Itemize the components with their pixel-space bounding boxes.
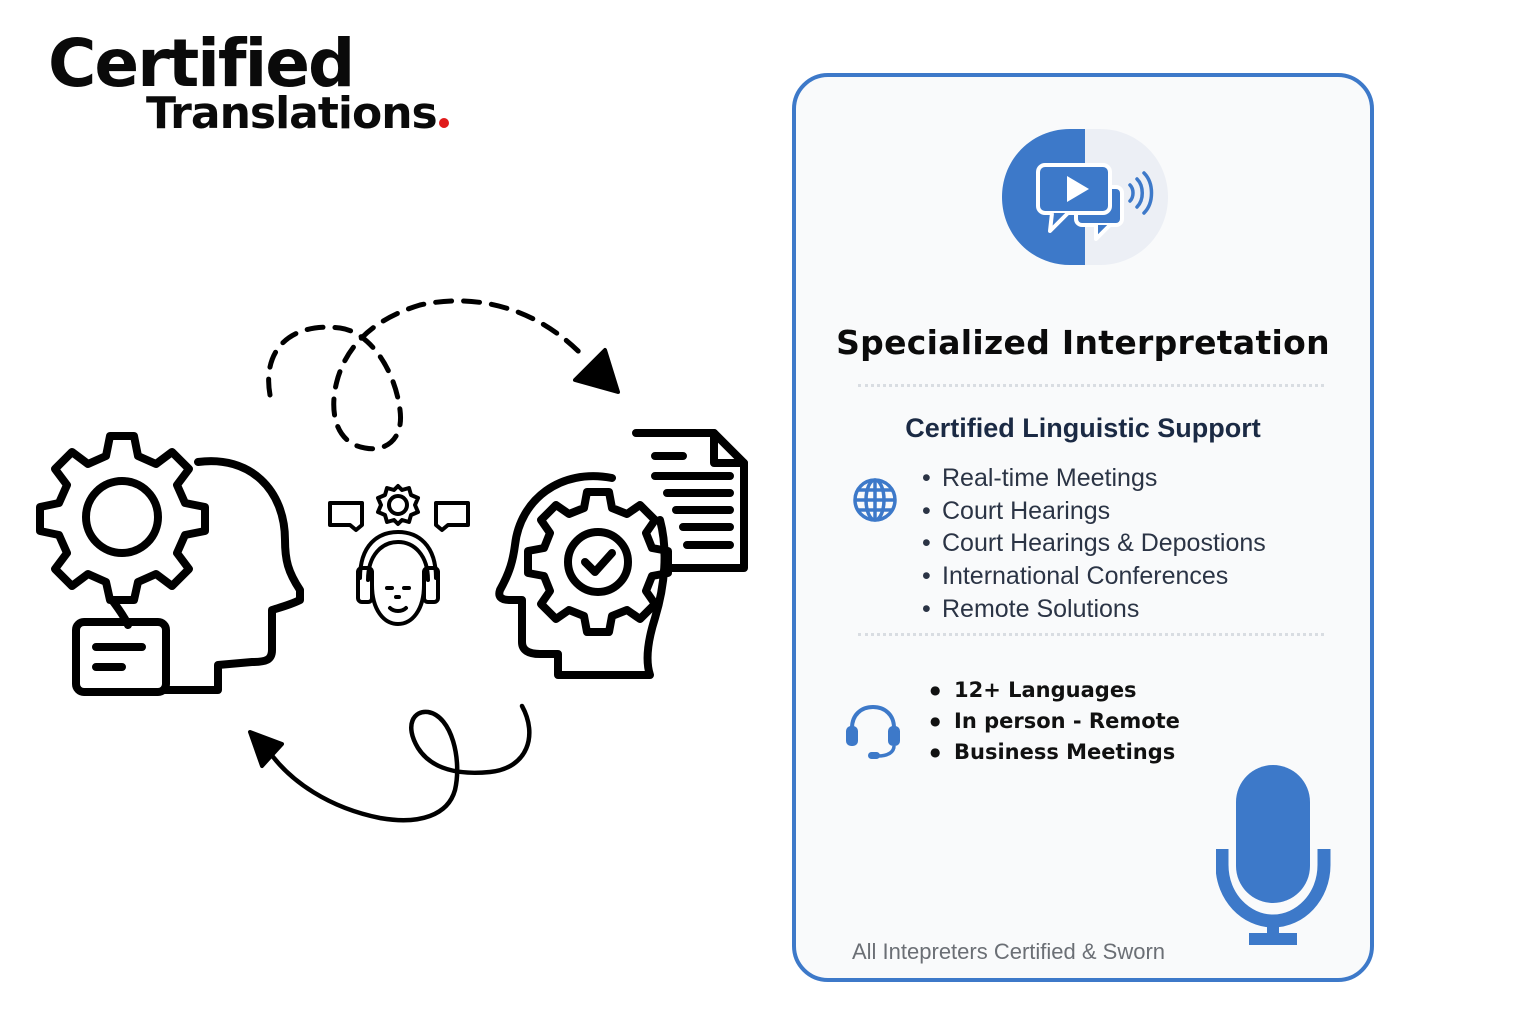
brand-logo: Certified Translations bbox=[48, 28, 449, 136]
service-item: Court Hearings & Depostions bbox=[922, 527, 1266, 560]
logo-red-dot bbox=[438, 118, 449, 128]
divider bbox=[858, 633, 1324, 636]
service-item: Court Hearings bbox=[922, 495, 1266, 528]
service-item: Remote Solutions bbox=[922, 593, 1266, 626]
globe-icon bbox=[853, 478, 897, 522]
curly-return-arrow-icon bbox=[248, 703, 532, 823]
interpreter-headset-icon bbox=[328, 484, 470, 626]
logo-line-translations: Translations bbox=[146, 92, 449, 136]
logo-translations-text: Translations bbox=[146, 88, 438, 139]
service-card: Specialized Interpretation Certified Lin… bbox=[792, 73, 1374, 982]
microphone-icon bbox=[1216, 765, 1331, 945]
head-with-gear-icon bbox=[36, 432, 304, 696]
logo-line-certified: Certified bbox=[48, 25, 355, 102]
card-title: Specialized Interpretation bbox=[836, 323, 1330, 362]
divider bbox=[858, 384, 1324, 387]
highlight-item: 12+ Languages bbox=[930, 675, 1180, 706]
certification-note: All Intepreters Certified & Sworn bbox=[852, 939, 1166, 964]
dashed-loop-arrow-icon bbox=[266, 298, 620, 452]
video-chat-audio-icon bbox=[1002, 129, 1168, 265]
process-illustration bbox=[36, 298, 748, 823]
head-gear-checkmark-icon bbox=[495, 429, 748, 679]
headset-icon bbox=[846, 704, 900, 759]
service-item: International Conferences bbox=[922, 560, 1266, 593]
service-item: Real-time Meetings bbox=[922, 462, 1266, 495]
services-list: Real-time Meetings Court Hearings Court … bbox=[922, 462, 1266, 626]
highlight-item: In person - Remote bbox=[930, 706, 1180, 737]
highlights-list: 12+ Languages In person - Remote Busines… bbox=[930, 675, 1180, 768]
highlight-item: Business Meetings bbox=[930, 737, 1180, 768]
card-subtitle: Certified Linguistic Support bbox=[905, 413, 1261, 443]
